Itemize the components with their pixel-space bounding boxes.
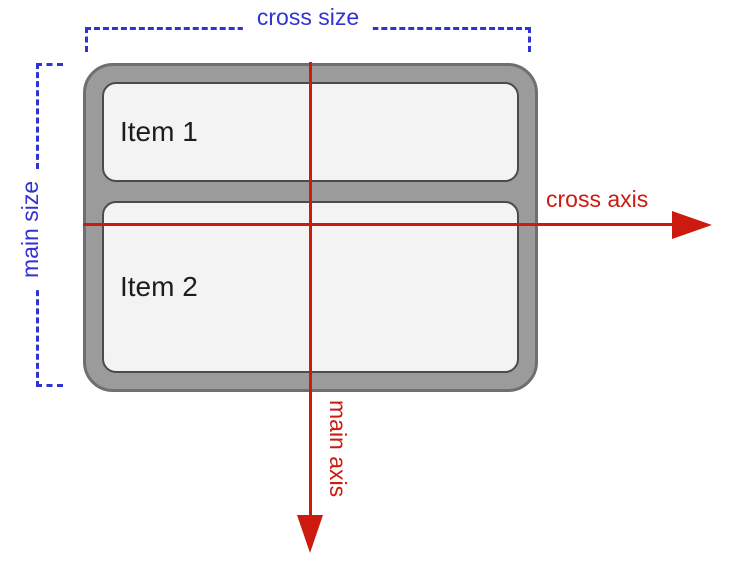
flex-item-1-label: Item 1 [120,116,198,147]
flex-item-2-label: Item 2 [120,271,198,302]
main-axis-arrowhead-icon [297,515,323,553]
cross-size-label: cross size [242,3,374,31]
cross-axis-label: cross axis [546,186,649,212]
main-size-label: main size [16,168,44,290]
cross-axis-line [83,223,673,226]
main-axis-label: main axis [325,400,351,498]
main-axis-line [309,62,312,516]
cross-axis-arrowhead-icon [672,211,712,239]
